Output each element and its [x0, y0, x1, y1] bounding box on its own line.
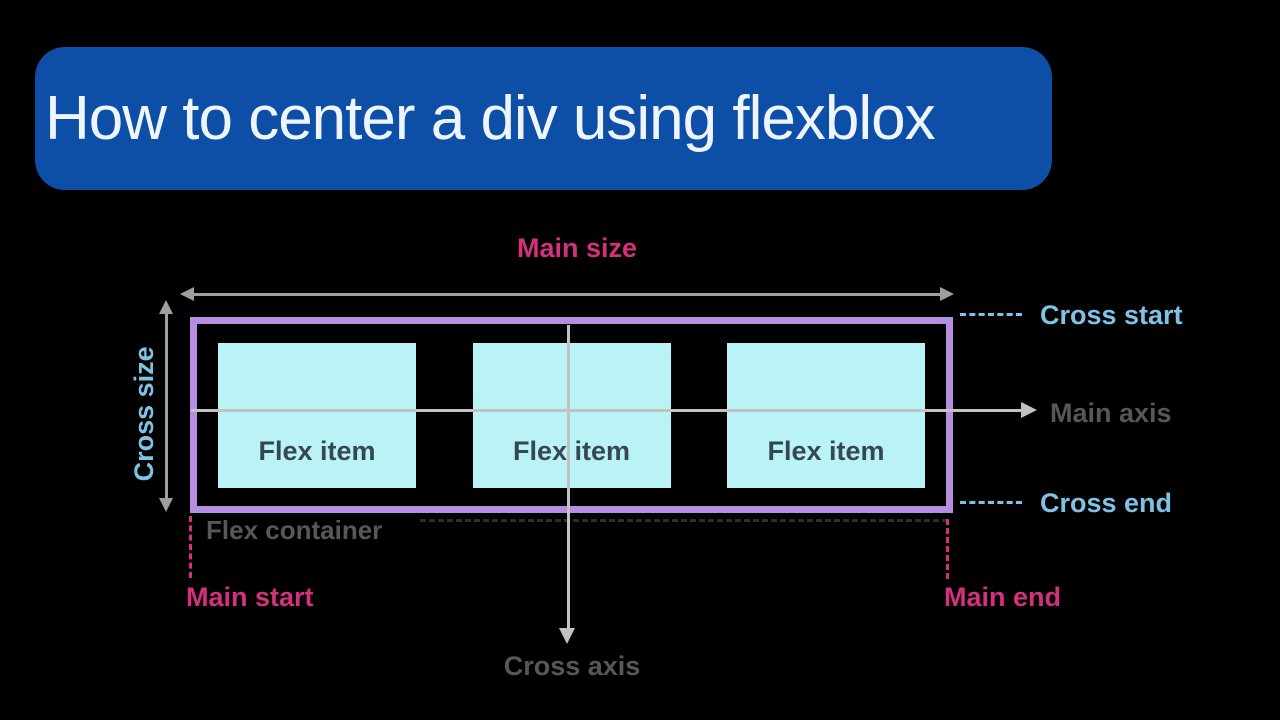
arrow-head-right-icon — [940, 287, 954, 301]
arrow-head-left-icon — [180, 287, 194, 301]
cross-axis-line — [567, 325, 570, 628]
main-size-label: Main size — [516, 233, 638, 263]
flex-item-label: Flex item — [512, 435, 631, 466]
main-axis-label: Main axis — [1050, 398, 1172, 428]
flex-container-box: Flex item Flex item Flex item — [190, 317, 953, 513]
main-axis-arrowhead-icon — [1021, 402, 1037, 418]
cross-end-dash-line — [960, 501, 1022, 504]
cross-size-label: Cross size — [129, 346, 160, 482]
cross-axis-arrowhead-icon — [559, 628, 575, 644]
cross-end-label: Cross end — [1040, 488, 1173, 518]
main-end-label: Main end — [944, 582, 1062, 612]
main-end-dash-line — [946, 519, 949, 579]
flex-item: Flex item — [472, 342, 671, 488]
main-start-label: Main start — [186, 582, 314, 612]
flex-container-label: Flex container — [206, 515, 383, 545]
cross-start-label: Cross start — [1040, 300, 1183, 330]
arrow-head-down-icon — [159, 498, 173, 512]
arrow-head-up-icon — [159, 300, 173, 314]
container-baseline-dashes — [420, 519, 948, 522]
title-banner: How to center a div using flexblox — [35, 47, 1052, 190]
cross-axis-label: Cross axis — [503, 651, 641, 681]
flex-item: Flex item — [727, 342, 925, 488]
cross-size-arrow-line — [165, 312, 168, 500]
page-title: How to center a div using flexblox — [45, 83, 936, 153]
flex-item: Flex item — [218, 342, 416, 488]
flex-item-label: Flex item — [258, 435, 376, 466]
main-size-arrow-line — [192, 293, 940, 296]
main-start-dash-line — [189, 516, 192, 578]
cross-start-dash-line — [960, 313, 1022, 316]
flex-item-label: Flex item — [767, 435, 885, 466]
main-axis-line — [191, 409, 1021, 412]
